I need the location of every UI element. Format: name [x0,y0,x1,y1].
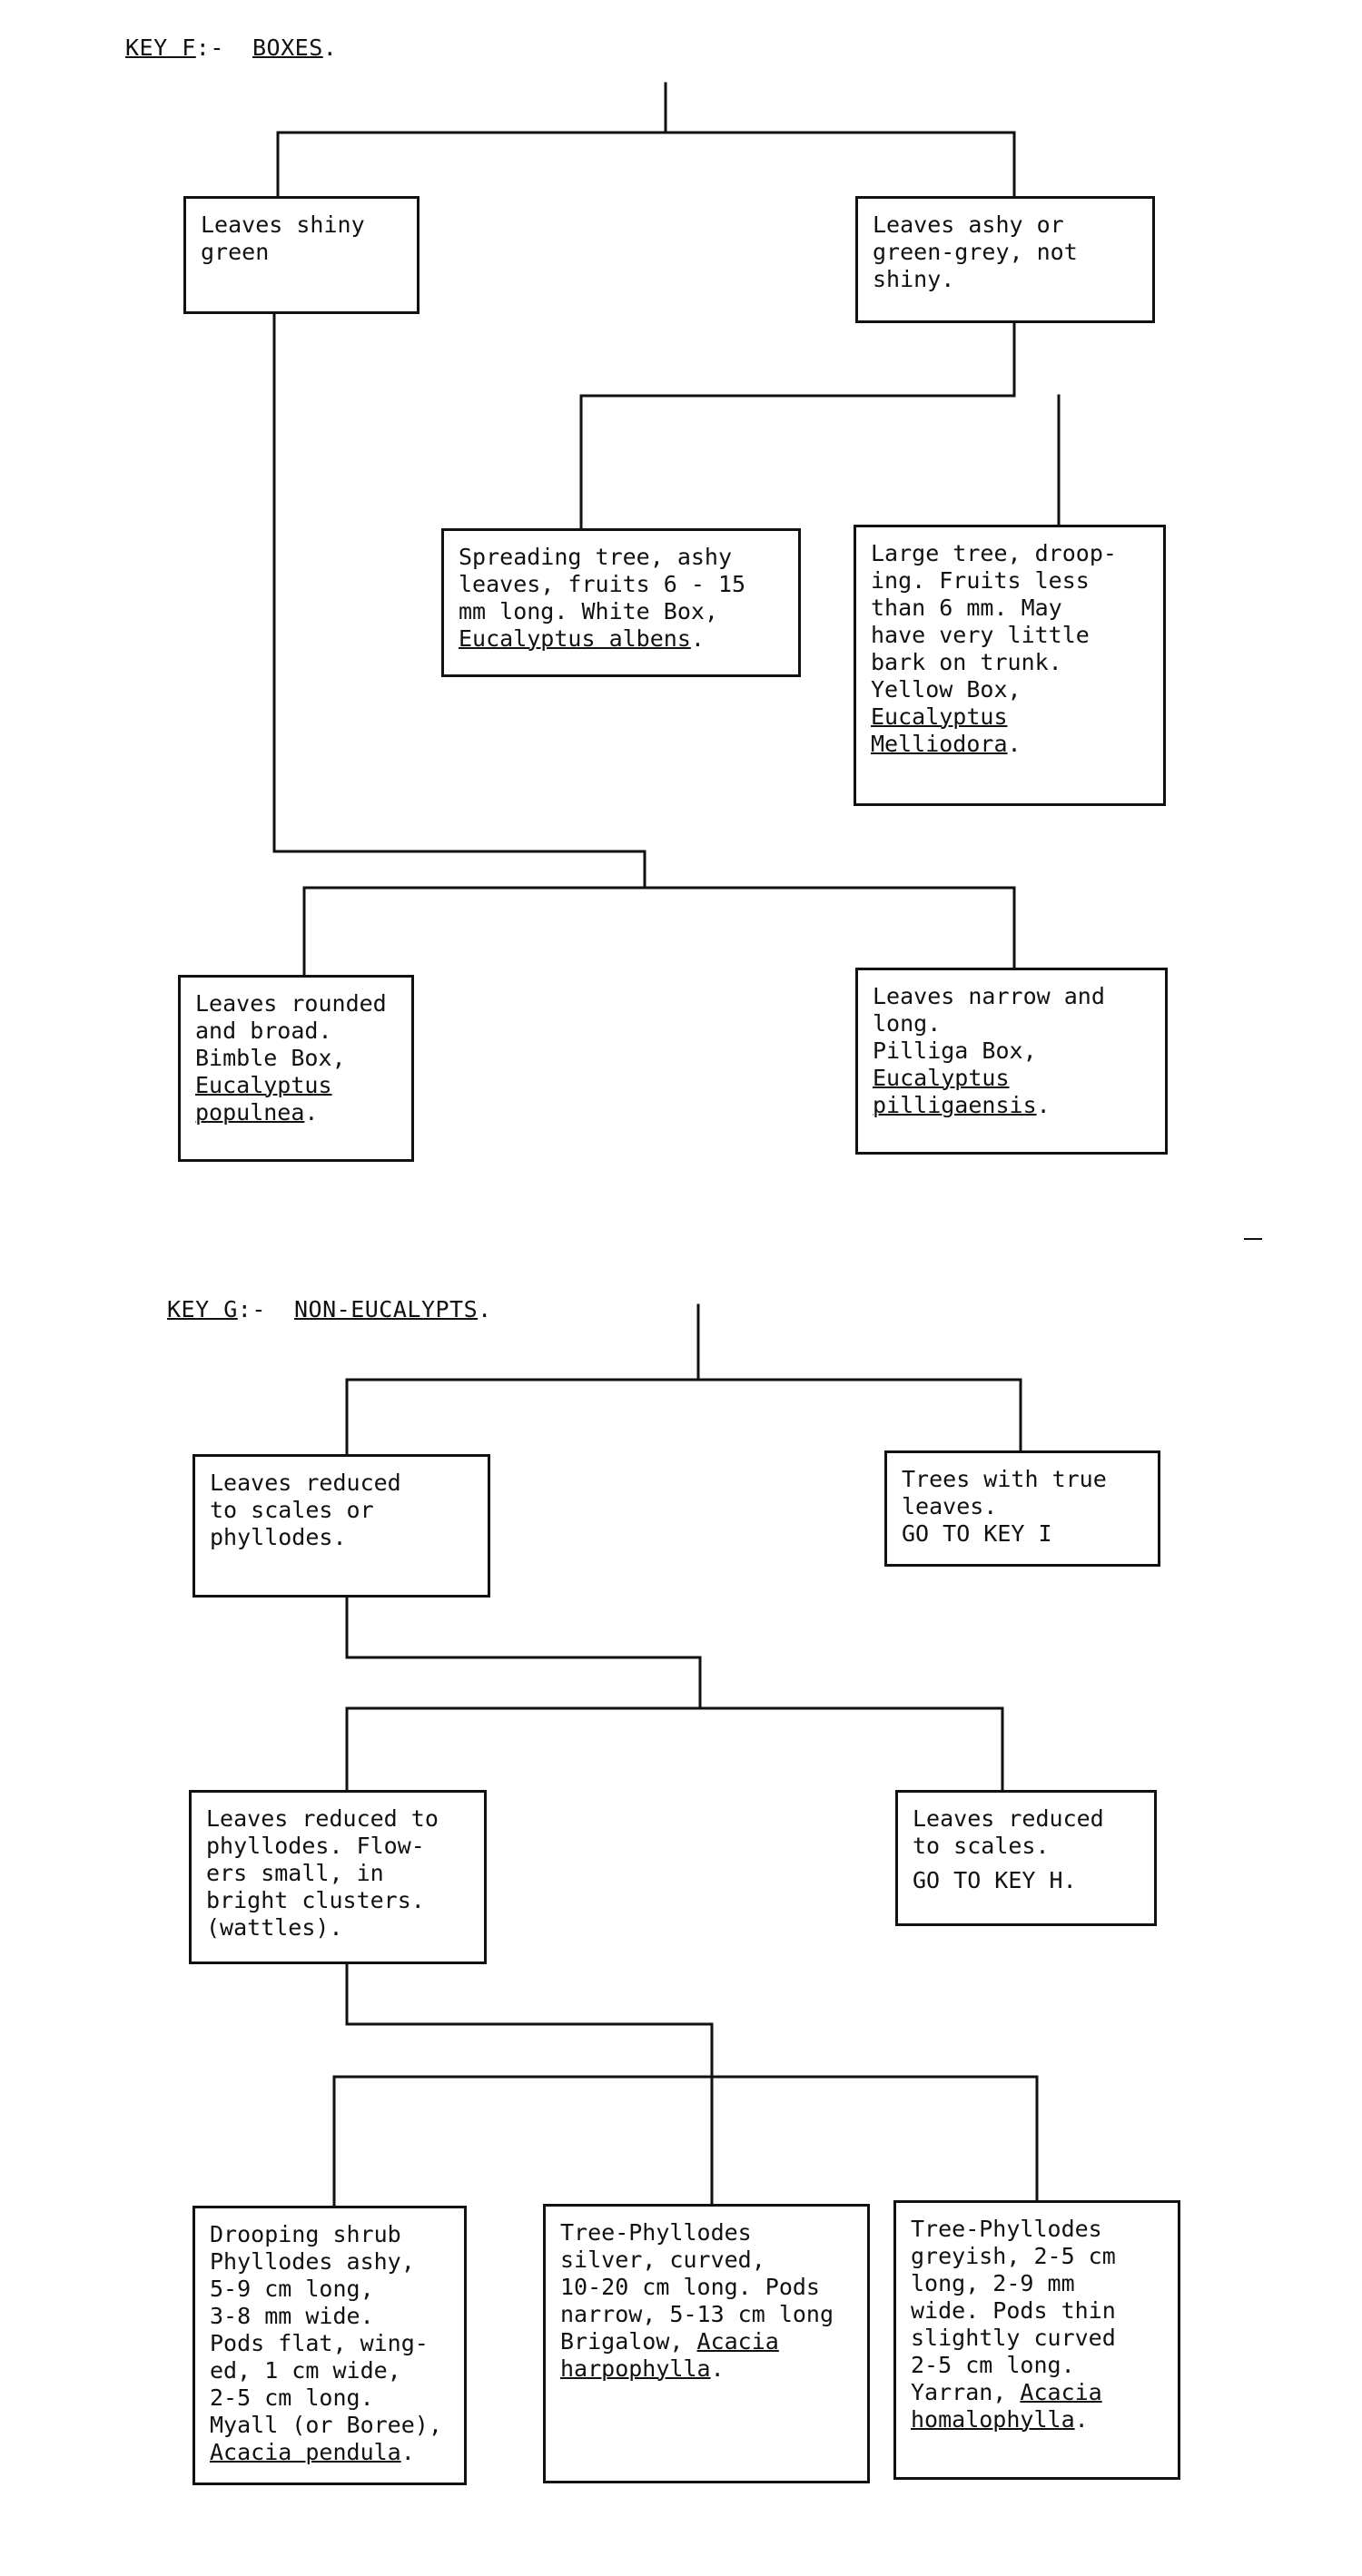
box-leaves-scales: Leaves reduced to scales. GO TO KEY H. [895,1790,1157,1926]
key-f-label: KEY F [125,34,196,61]
bimble-box-period: . [304,1099,319,1126]
box-leaves-shiny: Leaves shiny green [183,196,419,314]
box-bimble-box: Leaves rounded and broad. Bimble Box, Eu… [178,975,414,1162]
brigalow-species: Acacia harpophylla [560,2328,779,2382]
stray-mark [1244,1238,1262,1240]
key-g-label: KEY G [167,1296,238,1322]
key-f-period: . [322,34,338,61]
box-leaves-phyllodes: Leaves reduced to phyllodes. Flow- ers s… [189,1790,487,1964]
yarran-species: Acacia homalophylla [911,2379,1102,2433]
myall-species: Acacia pendula [210,2439,401,2465]
box-trees-true-leaves: Trees with true leaves. GO TO KEY I [884,1450,1160,1567]
bimble-box-species: Eucalyptus populnea [195,1072,332,1126]
brigalow-period: . [710,2355,725,2382]
box-leaves-ashy: Leaves ashy or green-grey, not shiny. [855,196,1155,323]
key-g-title: NON-EUCALYPTS [293,1296,479,1322]
yellow-box-period: . [1007,731,1022,757]
yellow-box-species: Eucalyptus Melliodora [871,703,1008,757]
yellow-box-text: Large tree, droop- ing. Fruits less than… [871,540,1117,703]
box-yarran: Tree-Phyllodes greyish, 2-5 cm long, 2-9… [893,2200,1180,2480]
white-box-text: Spreading tree, ashy leaves, fruits 6 - … [459,544,746,624]
box-white-box: Spreading tree, ashy leaves, fruits 6 - … [441,528,801,677]
box-leaves-scales-or-phyllodes: Leaves reduced to scales or phyllodes. [192,1454,490,1598]
key-g-period: . [478,1296,492,1322]
key-f-separator: :- [195,34,252,61]
box-yellow-box: Large tree, droop- ing. Fruits less than… [854,525,1166,806]
key-f-heading: KEY F:- BOXES. [125,34,337,61]
box-brigalow: Tree-Phyllodes silver, curved, 10-20 cm … [543,2204,870,2483]
pilliga-box-text: Leaves narrow and long. Pilliga Box, [873,983,1105,1064]
pilliga-box-species: Eucalyptus pilligaensis [873,1065,1037,1118]
white-box-species: Eucalyptus albens [459,625,691,652]
pilliga-box-period: . [1036,1092,1051,1118]
bimble-box-text: Leaves rounded and broad. Bimble Box, [195,990,387,1071]
key-g-separator: :- [237,1296,294,1322]
myall-period: . [400,2439,415,2465]
box-myall: Drooping shrub Phyllodes ashy, 5-9 cm lo… [192,2206,467,2485]
key-g-heading: KEY G:- NON-EUCALYPTS. [167,1296,492,1322]
go-to-key-h: GO TO KEY H. [913,1867,1077,1893]
white-box-period: . [690,625,705,652]
yarran-period: . [1074,2406,1089,2433]
myall-text: Drooping shrub Phyllodes ashy, 5-9 cm lo… [210,2221,442,2438]
key-f-title: BOXES [252,34,323,61]
scales-text: Leaves reduced to scales. [913,1805,1104,1859]
yarran-text: Tree-Phyllodes greyish, 2-5 cm long, 2-9… [911,2216,1116,2405]
box-pilliga-box: Leaves narrow and long. Pilliga Box, Euc… [855,968,1168,1155]
brigalow-text: Tree-Phyllodes silver, curved, 10-20 cm … [560,2219,834,2355]
